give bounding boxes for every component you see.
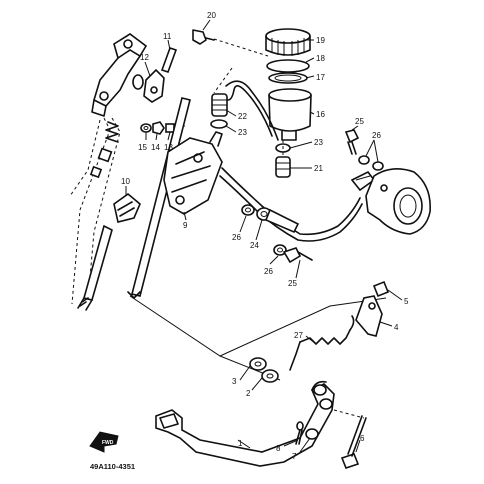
- washer-26-upper-a: [358, 155, 370, 165]
- washer-2: [261, 369, 279, 383]
- union-bolt-reservoir: [275, 156, 291, 178]
- brake-caliper: [365, 168, 431, 235]
- forward-arrow-icon: FWD: [89, 431, 119, 453]
- callout-26-left: 26: [232, 233, 241, 242]
- reservoir-cap: [265, 28, 311, 56]
- reservoir-diaphragm: [268, 72, 308, 84]
- callout-25-upper: 25: [355, 117, 364, 126]
- return-spring: [289, 315, 355, 371]
- small-nut-2: [89, 165, 103, 179]
- callout-labels: 20 19 18 17 16 12 11 22 23 23 21 25 26 1…: [121, 11, 409, 461]
- washer-15: [140, 123, 152, 133]
- bracket-plate: [143, 68, 165, 103]
- callout-3: 3: [232, 377, 237, 386]
- bolt-25-lower: [282, 247, 313, 264]
- reservoir-hose-outer: [225, 80, 279, 141]
- forward-marker-label: FWD: [102, 440, 114, 446]
- callout-12: 12: [140, 53, 149, 62]
- washer-26-lower: [273, 244, 287, 256]
- washer-3: [249, 357, 267, 371]
- reservoir-body: [268, 88, 312, 141]
- hose-fitting: [211, 93, 228, 117]
- callout-7: 7: [292, 452, 297, 461]
- callout-10: 10: [121, 177, 130, 186]
- callout-14: 14: [151, 143, 160, 152]
- callout-17: 17: [316, 73, 325, 82]
- callout-11: 11: [163, 32, 172, 41]
- callout-23-right: 23: [314, 138, 323, 147]
- callout-15: 15: [138, 143, 147, 152]
- callout-5: 5: [404, 297, 409, 306]
- rod-tip: [127, 291, 141, 299]
- hose-clamp-upper: [210, 119, 228, 129]
- cotter-pin-8: [295, 421, 304, 445]
- callout-2: 2: [246, 389, 251, 398]
- small-nut-1: [97, 147, 113, 163]
- washer-7: [305, 428, 319, 440]
- bolt-6: [340, 415, 367, 469]
- callout-23-upper: 23: [238, 128, 247, 137]
- bolt-6-leader: [333, 409, 365, 419]
- group-outline-2: [69, 119, 101, 197]
- screw-leader: [213, 38, 269, 57]
- washer-26-upper-b: [372, 161, 384, 171]
- callout-13: 13: [164, 143, 173, 152]
- callout-18: 18: [316, 54, 325, 63]
- callout-25-lower: 25: [288, 279, 297, 288]
- nut-14: [152, 121, 165, 135]
- assembly-outline: [129, 295, 387, 357]
- union-bolt-24: [256, 207, 300, 234]
- figure-code: 49A110-4351: [90, 462, 135, 471]
- brake-rod-clevis: [355, 295, 383, 337]
- callout-9: 9: [183, 221, 188, 230]
- callout-6: 6: [360, 434, 365, 443]
- callout-22: 22: [238, 112, 247, 121]
- brake-hose-outer: [219, 175, 363, 242]
- callout-19: 19: [316, 36, 325, 45]
- callout-21: 21: [314, 164, 323, 173]
- callout-4: 4: [394, 323, 399, 332]
- mounting-bracket: [91, 33, 148, 117]
- callout-16: 16: [316, 110, 325, 119]
- rod-pin: [160, 46, 178, 74]
- bolt-25-upper: [344, 129, 360, 155]
- washer-26-left: [241, 204, 255, 216]
- pushrod-long: [77, 224, 113, 311]
- reservoir-diaphragm-plate: [266, 59, 310, 73]
- pin-5: [372, 280, 390, 298]
- reservoir-hose: [227, 85, 273, 137]
- master-cylinder: [163, 131, 223, 215]
- brake-pedal: [155, 380, 335, 467]
- callout-24: 24: [250, 241, 259, 250]
- hose-leader: [213, 67, 233, 94]
- reservoir-screw: [192, 29, 215, 45]
- callout-8: 8: [276, 444, 281, 453]
- callout-26-upper: 26: [372, 131, 381, 140]
- callout-20: 20: [207, 11, 216, 20]
- o-ring: [132, 74, 144, 90]
- spring-upper: [105, 121, 119, 143]
- callout-1: 1: [238, 439, 243, 448]
- brake-hose: [221, 167, 361, 236]
- callout-leaders: [125, 19, 403, 453]
- callout-27: 27: [294, 331, 303, 340]
- callout-26-lower: 26: [264, 267, 273, 276]
- pushrod-boot: [113, 192, 141, 223]
